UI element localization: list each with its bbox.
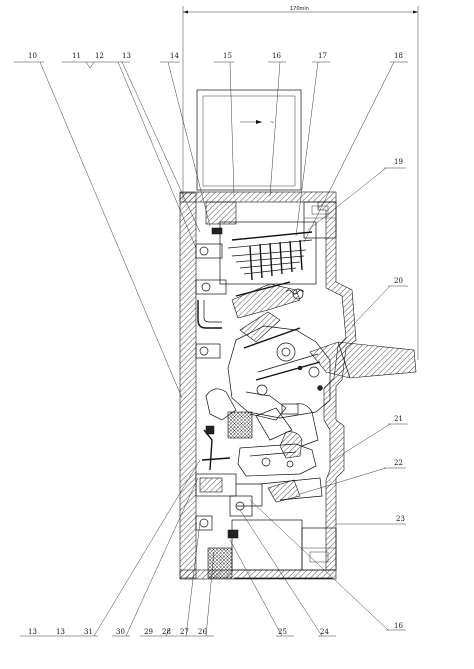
arc-chute bbox=[205, 201, 317, 285]
callout-14: 14 bbox=[170, 52, 179, 60]
callout-30: 30 bbox=[116, 628, 125, 636]
callout-25: 25 bbox=[278, 628, 287, 636]
magnetic-trip-unit bbox=[195, 431, 323, 539]
callout-10: 10 bbox=[28, 52, 37, 60]
callout-20: 20 bbox=[394, 277, 403, 285]
callout-12: 12 bbox=[95, 52, 104, 60]
callout-23: 23 bbox=[396, 515, 405, 523]
callout-29: 29 bbox=[144, 628, 153, 636]
callout-28: 28 bbox=[162, 628, 171, 636]
callout-11: 11 bbox=[72, 52, 81, 60]
callout-24: 24 bbox=[320, 628, 329, 636]
callout-19: 19 bbox=[394, 158, 403, 166]
callout-17: 17 bbox=[318, 52, 327, 60]
callout-31: 31 bbox=[84, 628, 93, 636]
breaker-housing: ~ bbox=[179, 89, 357, 580]
leader-lines bbox=[14, 61, 408, 637]
callout-18: 18 bbox=[394, 52, 403, 60]
line-terminal bbox=[195, 243, 227, 359]
callout-15: 15 bbox=[223, 52, 232, 60]
callout-13: 13 bbox=[122, 52, 131, 60]
callout-16: 16 bbox=[272, 52, 281, 60]
callout-bottom-16: 16 bbox=[394, 622, 403, 630]
dimension-label: 170min bbox=[290, 6, 309, 12]
operating-mechanism bbox=[203, 281, 417, 471]
callout-bottom-13b: 13 bbox=[56, 628, 65, 636]
callout-27: 27 bbox=[180, 628, 189, 636]
callout-bottom-13a: 13 bbox=[28, 628, 37, 636]
callout-21: 21 bbox=[394, 415, 403, 423]
callout-26: 26 bbox=[198, 628, 207, 636]
callout-labels: 10 11 12 13 14 15 16 17 18 19 20 21 22 2… bbox=[28, 52, 405, 636]
callout-22: 22 bbox=[394, 459, 403, 467]
svg-text:~: ~ bbox=[270, 120, 274, 126]
top-dimension: 170min bbox=[182, 6, 419, 360]
